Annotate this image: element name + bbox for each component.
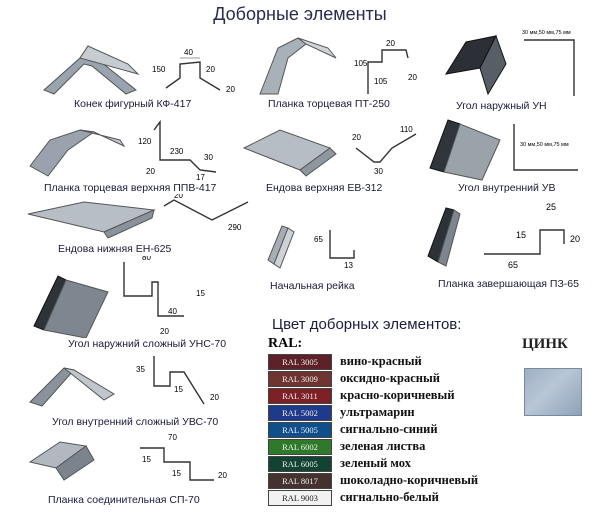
caption-ppv417: Планка торцевая верхняя ППВ-417: [44, 182, 217, 194]
top-valley-ev312-drawing: 110 20 30: [242, 125, 417, 177]
ral-name-3009: оксидно-красный: [340, 371, 440, 385]
inner-complex-corner-uvs70-drawing: 35 15 20: [29, 356, 219, 407]
ral-swatch-3009: RAL 3009: [268, 371, 332, 387]
ral-swatch-5002: RAL 5002: [268, 405, 332, 421]
svg-text:40: 40: [184, 48, 193, 57]
inner-corner-uv-drawing: 30 мм,50 мм,75 мм: [429, 119, 578, 181]
page-title: Доборные элементы: [213, 4, 387, 24]
bottom-valley-en625: 20 290: [24, 191, 254, 242]
ral-label: RAL:: [268, 336, 303, 351]
ral-name-5002: ультрамарин: [340, 405, 415, 419]
starter-strip: 65 13: [258, 212, 368, 272]
colors-title: Цвет доборных элементов:: [272, 316, 462, 333]
svg-text:25: 25: [546, 202, 556, 212]
svg-text:120: 120: [138, 137, 152, 146]
connecting-plank-sp70: 70 15 15 20: [24, 432, 234, 490]
svg-text:30 мм,50 мм,75 мм: 30 мм,50 мм,75 мм: [522, 30, 571, 36]
svg-text:230: 230: [170, 147, 184, 156]
ridge-kf417: 40 150 20 20: [40, 28, 250, 98]
svg-text:20: 20: [570, 234, 580, 244]
svg-text:30: 30: [374, 167, 383, 176]
svg-text:13: 13: [344, 261, 353, 270]
zinc-label: ЦИНК: [522, 336, 568, 352]
starter-strip-drawing: 65 13: [267, 225, 355, 270]
caption-un: Угол наружный УН: [456, 100, 547, 112]
caption-starter: Начальная рейка: [270, 280, 355, 292]
connecting-plank-sp70-drawing: 70 15 15 20: [28, 433, 227, 481]
ral-name-9003: сигнально-белый: [340, 490, 439, 504]
svg-text:15: 15: [142, 455, 151, 464]
ridge-kf417-drawing: 40 150 20 20: [43, 45, 235, 95]
svg-text:150: 150: [152, 65, 166, 74]
ral-swatch-3011: RAL 3011: [268, 388, 332, 404]
caption-sp70: Планка соединительная СП-70: [48, 494, 200, 506]
svg-text:15: 15: [174, 385, 183, 394]
zinc-swatch: [524, 368, 582, 416]
caption-kf417: Конек фигурный КФ-417: [74, 98, 192, 110]
ral-name-3011: красно-коричневый: [340, 388, 455, 402]
svg-text:15: 15: [516, 230, 526, 240]
inner-corner-uv: 30 мм,50 мм,75 мм: [426, 110, 591, 182]
bottom-valley-en625-drawing: 20 290: [27, 191, 249, 239]
ral-swatch-8017: RAL 8017: [268, 473, 332, 489]
svg-text:110: 110: [400, 125, 413, 134]
svg-text:105: 105: [374, 77, 388, 86]
svg-text:17: 17: [196, 173, 205, 182]
caption-pt250: Планка торцевая ПТ-250: [268, 98, 390, 110]
ral-swatch-9003: RAL 9003: [268, 490, 332, 506]
ral-name-5005: сигнально-синий: [340, 422, 438, 436]
ral-swatch-6002: RAL 6002: [268, 439, 332, 455]
svg-text:70: 70: [168, 433, 177, 442]
ral-swatch-5005: RAL 5005: [268, 422, 332, 438]
top-valley-ev312: 110 20 30: [240, 118, 430, 180]
inner-complex-corner-uvs70: 35 15 20: [24, 350, 234, 414]
svg-text:35: 35: [136, 365, 145, 374]
end-plank-pt250-drawing: 20 105 105 20: [259, 37, 417, 95]
svg-text:20: 20: [218, 471, 227, 480]
top-end-plank-ppv417-drawing: 120 230 30 17 20: [29, 119, 217, 182]
svg-text:30 мм,50 мм,75 мм: 30 мм,50 мм,75 мм: [520, 142, 569, 148]
svg-text:40: 40: [168, 307, 177, 316]
ral-name-6005: зеленый мох: [340, 456, 411, 470]
svg-text:80: 80: [142, 256, 151, 262]
outer-corner-un-drawing: 30 мм,50 мм,75 мм: [444, 30, 575, 96]
ral-name-8017: шоколадно-коричневый: [340, 473, 479, 487]
ral-swatch-6005: RAL 6005: [268, 456, 332, 472]
svg-text:290: 290: [228, 223, 242, 232]
svg-text:65: 65: [314, 235, 323, 244]
svg-text:20: 20: [226, 85, 235, 94]
finishing-plank-pz65-drawing: 25 15 20 65: [427, 202, 580, 270]
caption-uvs70: Угол внутренний сложный УВС-70: [52, 416, 219, 428]
svg-text:20: 20: [160, 327, 169, 336]
caption-uv: Угол внутренний УВ: [458, 182, 556, 194]
svg-text:20: 20: [174, 194, 183, 200]
svg-text:20: 20: [352, 133, 361, 142]
ral-name-3005: вино-красный: [340, 354, 422, 368]
svg-text:20: 20: [210, 393, 219, 402]
finishing-plank-pz65: 25 15 20 65: [424, 200, 594, 272]
caption-pz65: Планка завершающая ПЗ-65: [438, 278, 579, 290]
svg-text:30: 30: [204, 153, 213, 162]
ral-swatch-3005: RAL 3005: [268, 354, 332, 370]
svg-text:20: 20: [408, 73, 417, 82]
end-plank-pt250: 20 105 105 20: [258, 28, 428, 98]
svg-text:105: 105: [354, 59, 368, 68]
svg-text:15: 15: [196, 289, 205, 298]
caption-en625: Ендова нижняя ЕН-625: [58, 243, 172, 255]
caption-ev312: Ендова верхняя ЕВ-312: [266, 182, 383, 194]
svg-text:65: 65: [508, 260, 518, 270]
outer-complex-corner-uns70: 80 15 40 20: [28, 253, 238, 339]
svg-text:20: 20: [386, 39, 395, 48]
svg-text:20: 20: [206, 65, 215, 74]
svg-text:20: 20: [146, 167, 155, 176]
top-end-plank-ppv417: 120 230 30 17 20: [20, 110, 220, 182]
ral-name-6002: зеленая листва: [340, 439, 426, 453]
svg-text:15: 15: [172, 469, 181, 478]
outer-corner-un: 30 мм,50 мм,75 мм: [436, 24, 586, 104]
outer-complex-corner-uns70-drawing: 80 15 40 20: [33, 253, 205, 339]
caption-uns70: Угол наружний сложный УНС-70: [68, 338, 227, 350]
